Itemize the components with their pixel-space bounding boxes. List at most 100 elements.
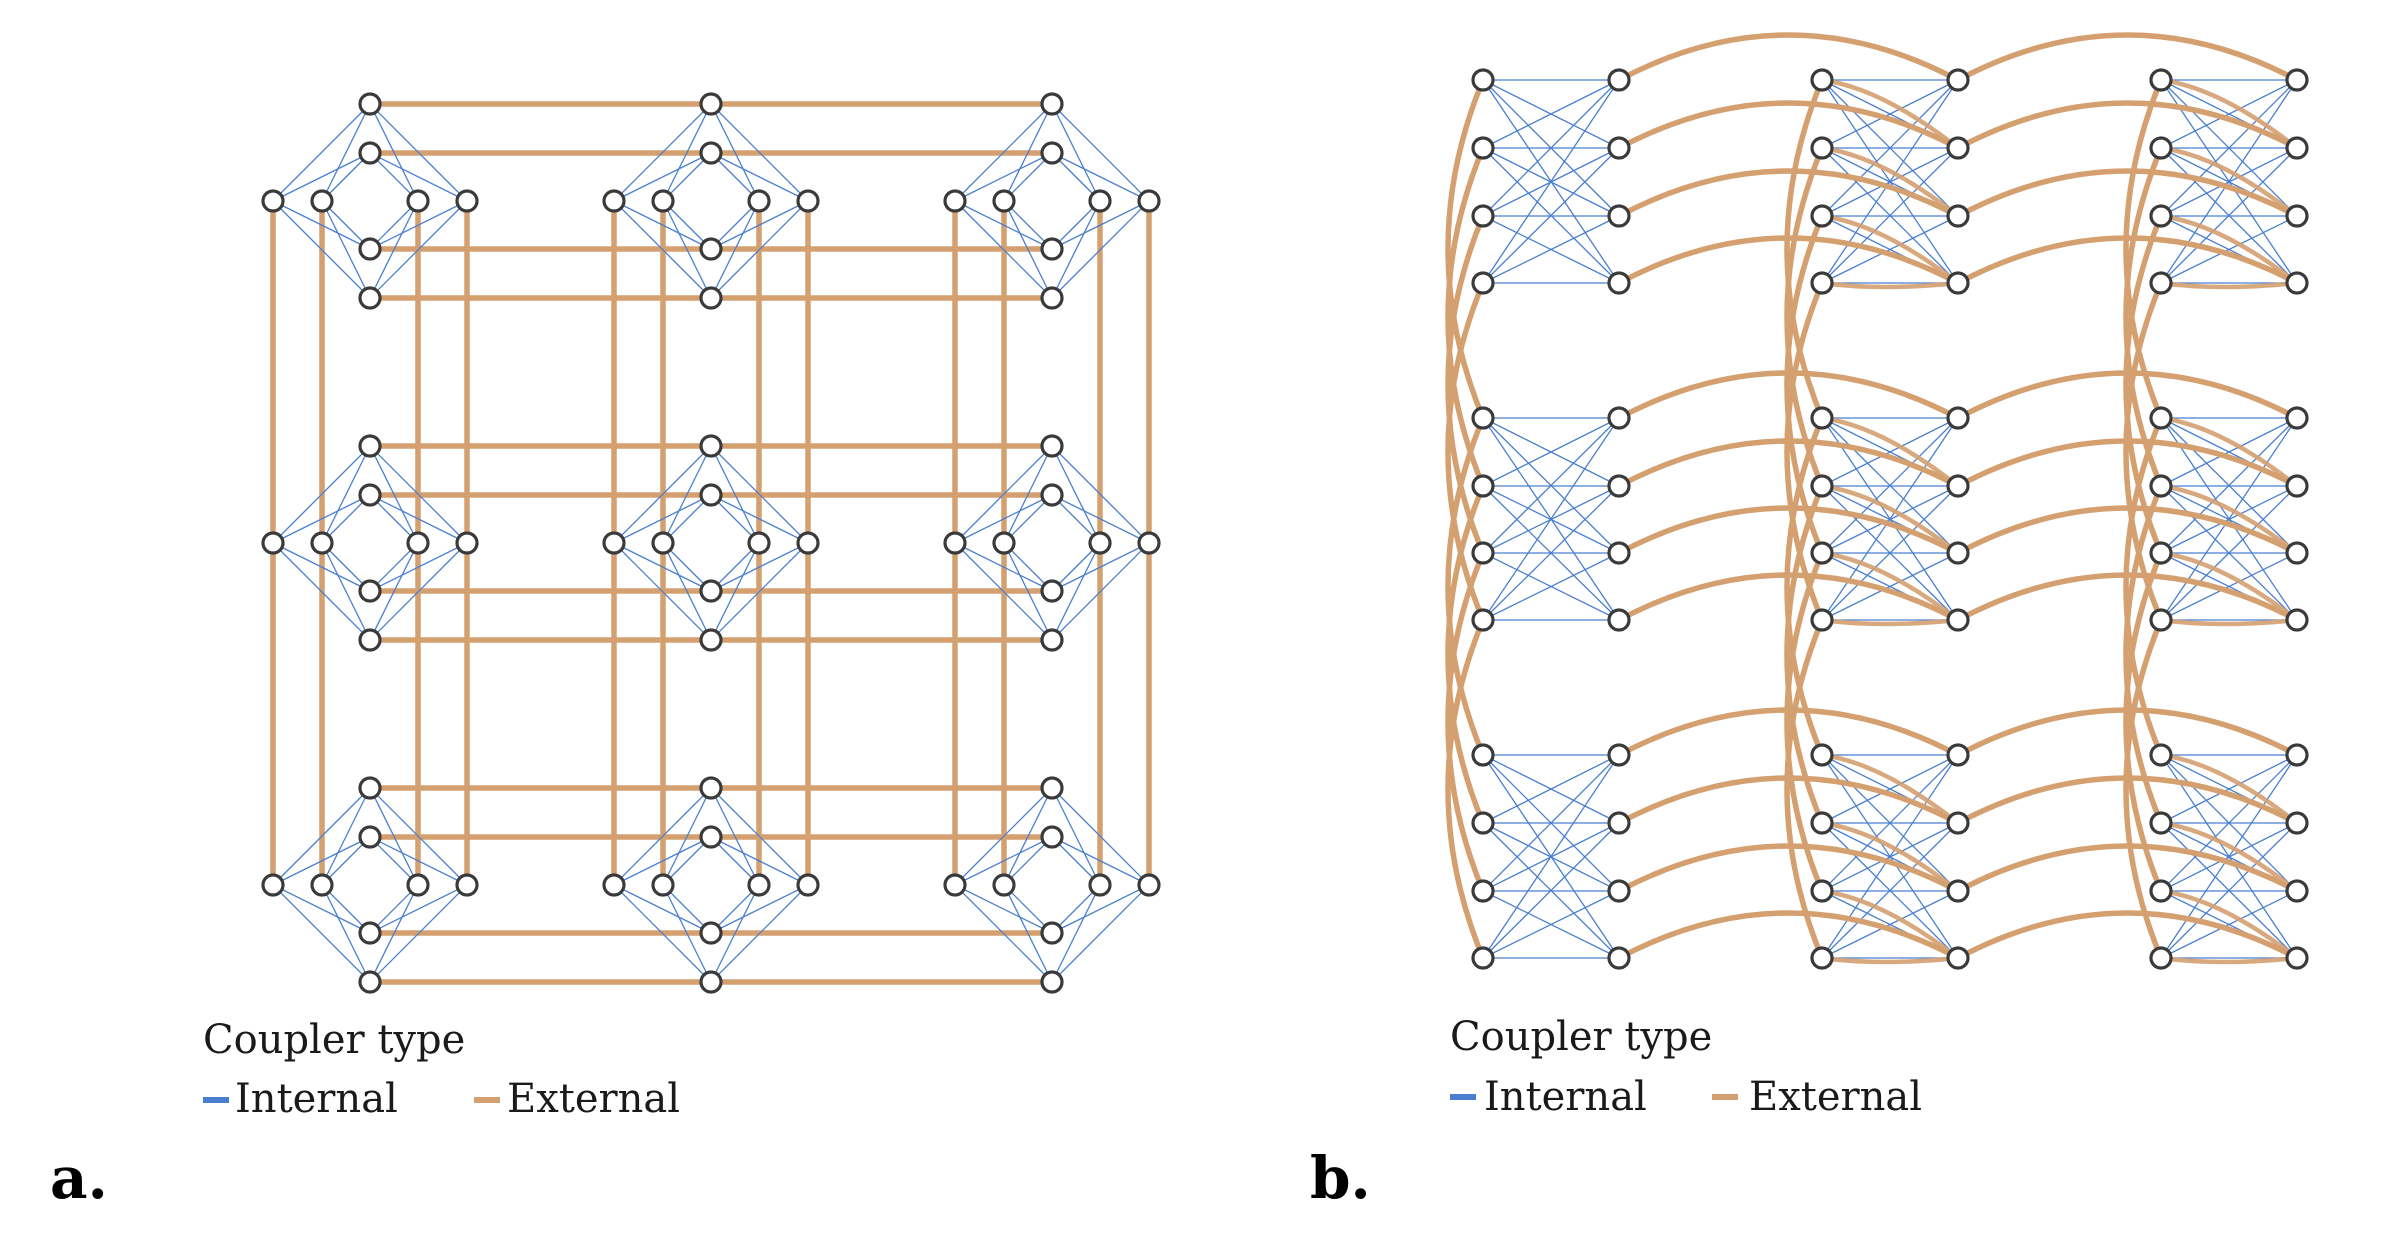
internal-coupler [1821, 754, 1959, 892]
legend-title: Coupler type [1450, 1014, 1712, 1060]
qubit-node [796, 189, 820, 213]
qubit-node [2149, 474, 2173, 498]
internal-coupler [662, 542, 712, 641]
internal-coupler [1821, 417, 1959, 554]
internal-coupler [1821, 822, 1959, 959]
qubit-node [2149, 541, 2173, 565]
internal-coupler [369, 200, 468, 250]
internal-coupler [369, 542, 468, 592]
internal-coupler [954, 494, 1053, 544]
internal-coupler [1482, 417, 1620, 621]
qubit-node [261, 189, 285, 213]
panel-b-label: b. [1310, 1144, 1371, 1212]
qubit-node [2285, 68, 2309, 92]
external-coupler [2123, 280, 2164, 623]
qubit-node [1607, 608, 1631, 632]
external-coupler [2158, 888, 2300, 961]
legend-external-label: External [1749, 1074, 1922, 1120]
qubit-node [455, 873, 479, 897]
internal-coupler [1051, 542, 1101, 641]
internal-coupler [954, 836, 1053, 886]
qubit-node [2149, 406, 2173, 430]
internal-coupler [1051, 152, 1150, 202]
internal-coupler [954, 152, 1053, 202]
external-coupler [1955, 100, 2300, 151]
internal-coupler [662, 884, 712, 983]
internal-coupler [954, 200, 1053, 299]
internal-coupler [662, 200, 712, 299]
external-coupler [1819, 213, 1961, 286]
internal-coupler [2160, 890, 2298, 959]
qubit-node [358, 921, 382, 945]
internal-coupler [662, 445, 712, 544]
external-coupler [1616, 168, 1961, 219]
internal-coupler [1821, 890, 1959, 959]
internal-coupler [1051, 445, 1101, 544]
external-coupler [2158, 550, 2300, 623]
qubit-node [747, 531, 771, 555]
internal-coupler [321, 787, 371, 886]
internal-coupler [2160, 754, 2298, 824]
internal-coupler [272, 152, 371, 202]
qubit-node [943, 189, 967, 213]
internal-coupler [321, 445, 371, 544]
qubit-node [455, 531, 479, 555]
internal-coupler [1482, 417, 1620, 487]
qubit-node [1040, 434, 1064, 458]
internal-coupler [710, 542, 809, 592]
external-coupler [1445, 145, 1486, 489]
internal-coupler [1003, 103, 1053, 202]
external-coupler [1784, 77, 1825, 421]
internal-coupler [710, 836, 809, 886]
internal-coupler [1051, 542, 1150, 592]
legend-external-swatch [1712, 1094, 1738, 1100]
qubit-node [1471, 136, 1495, 160]
panel-a-qubit-nodes [261, 92, 1161, 994]
internal-coupler [1821, 147, 1959, 284]
qubit-node [310, 189, 334, 213]
external-coupler [2123, 145, 2164, 489]
external-coupler [2158, 617, 2300, 627]
internal-coupler [710, 103, 760, 202]
qubit-node [1040, 921, 1064, 945]
internal-coupler [710, 152, 809, 202]
internal-coupler [1051, 200, 1150, 299]
external-coupler [1819, 415, 1961, 489]
internal-coupler [1051, 494, 1150, 544]
qubit-node [699, 825, 723, 849]
internal-coupler [710, 494, 809, 544]
qubit-node [747, 189, 771, 213]
panel-b-qubit-nodes [1471, 68, 2309, 970]
internal-coupler [1003, 200, 1053, 299]
qubit-node [699, 970, 723, 994]
external-coupler [1955, 32, 2300, 83]
qubit-node [1471, 811, 1495, 835]
external-coupler [2123, 617, 2164, 961]
external-coupler [1445, 550, 1486, 894]
external-coupler [2158, 280, 2300, 290]
external-coupler [2158, 145, 2300, 219]
internal-coupler [1821, 754, 1959, 824]
internal-coupler [369, 787, 468, 886]
qubit-node [1137, 873, 1161, 897]
qubit-node [2285, 811, 2309, 835]
external-coupler [2158, 415, 2300, 489]
qubit-node [2285, 136, 2309, 160]
qubit-node [455, 189, 479, 213]
qubit-node [1607, 743, 1631, 767]
qubit-node [796, 531, 820, 555]
qubit-node [1946, 271, 1970, 295]
qubit-node [2285, 743, 2309, 767]
qubit-node [1088, 531, 1112, 555]
internal-coupler [613, 494, 712, 544]
internal-coupler [272, 542, 371, 641]
qubit-node [699, 92, 723, 116]
qubit-node [1040, 776, 1064, 800]
qubit-node [1810, 271, 1834, 295]
qubit-node [2149, 204, 2173, 228]
external-coupler [1445, 280, 1486, 623]
external-coupler [1784, 550, 1825, 894]
qubit-node [1607, 136, 1631, 160]
qubit-node [406, 531, 430, 555]
internal-coupler [613, 542, 712, 641]
